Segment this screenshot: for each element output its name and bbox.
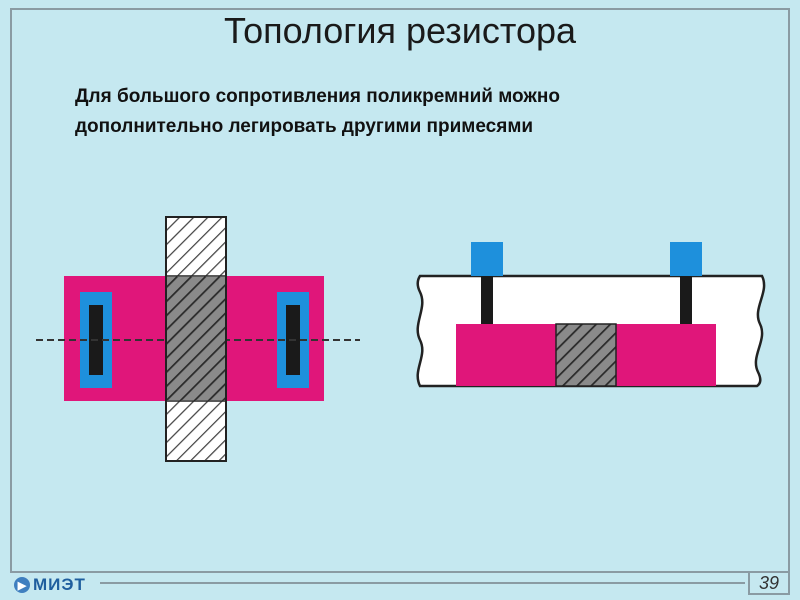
page-number: 39	[748, 571, 790, 595]
right-metal-contact	[670, 242, 702, 276]
slide-subtitle: Для большого сопротивления поликремний м…	[75, 82, 775, 142]
subtitle-line-2: дополнительно легировать другими примеся…	[75, 116, 534, 137]
right-via	[680, 276, 692, 324]
top-view	[36, 216, 360, 462]
left-via	[481, 276, 493, 324]
subtitle-line-1: Для большого сопротивления поликремний м…	[75, 86, 560, 107]
poly-region-section	[555, 323, 617, 387]
poly-overlap-region	[167, 277, 225, 400]
slide-title: Топология резистора	[223, 10, 577, 51]
circle-logo-icon: ▶	[14, 577, 30, 593]
footer-line	[100, 582, 745, 584]
left-metal-contact	[471, 242, 503, 276]
logo-text: МИЭТ	[33, 575, 86, 594]
footer-bar: ▶ МИЭТ 39	[10, 571, 790, 595]
miet-logo: ▶ МИЭТ	[14, 575, 102, 595]
cross-section-view	[416, 242, 766, 388]
